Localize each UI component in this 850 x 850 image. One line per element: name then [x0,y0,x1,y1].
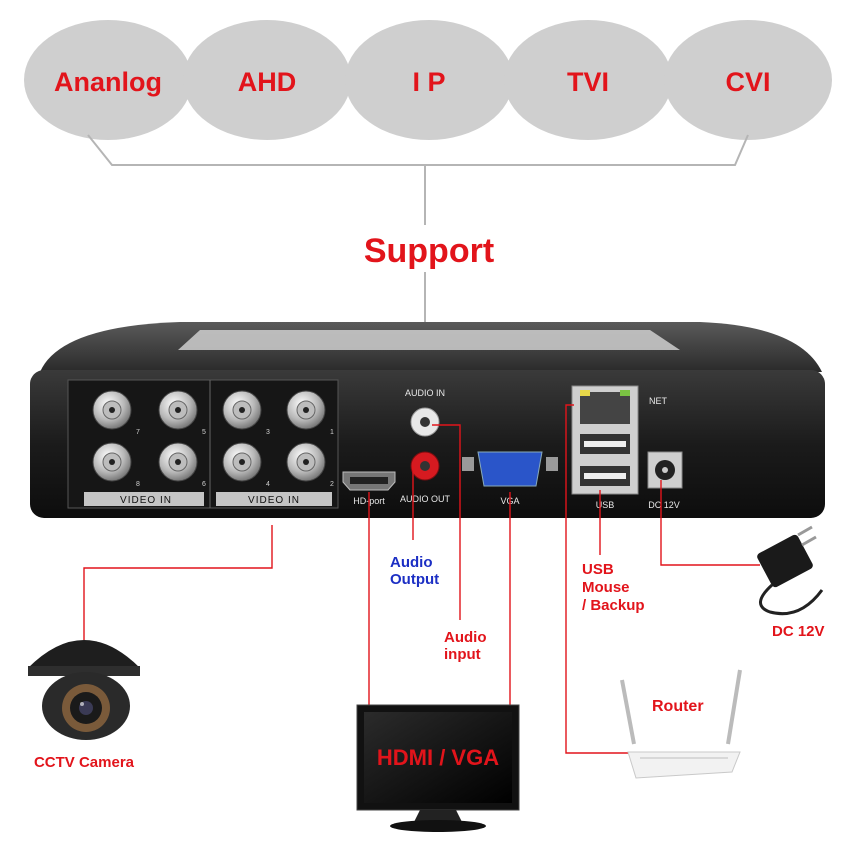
bnc-number: 6 [202,481,206,488]
camera-callout: CCTV Camera [34,754,135,771]
bnc-video-inputs: 7 5 3 1 8 6 4 2 [92,390,334,488]
usb-callout-line3: / Backup [582,597,645,614]
audio-in-label: AUDIO IN [405,388,445,398]
support-type-label-3: TVI [567,67,609,97]
audio-in-rca [410,407,440,437]
router-callout: Router [652,698,704,715]
bnc-number: 8 [136,481,140,488]
support-type-label-1: AHD [238,67,297,97]
bnc-pin [239,407,245,413]
dc-port-label: DC 12V [648,500,680,510]
usb-callout-line2: Mouse [582,579,630,596]
bnc-pin [109,407,115,413]
audio-output-callout-line2: Output [390,571,439,588]
support-type-label-0: Ananlog [54,67,162,97]
connection-lines [83,404,760,754]
cctv-dome-camera-icon [28,640,140,740]
bnc-pin [239,459,245,465]
bnc-number: 1 [330,429,334,436]
usb-callout-line1: USB [582,561,614,578]
support-ellipse-2 [345,20,513,140]
audio-input-callout-line1: Audio [444,629,487,646]
monitor-icon [356,704,520,832]
bnc-pin [109,459,115,465]
bnc-number: 2 [330,481,334,488]
support-ellipse-1 [183,20,351,140]
dc-jack [647,451,683,489]
power-adapter-icon [757,525,824,616]
support-type-label-4: CVI [725,67,770,97]
dc-callout: DC 12V [772,623,825,640]
hdmi-port [342,471,396,491]
net-label: NET [649,396,668,406]
bnc-number: 4 [266,481,270,488]
router-icon [620,669,742,779]
vga-port [462,451,558,487]
audio-input-callout-line2: input [444,646,481,663]
support-ellipse-4 [664,20,832,140]
bnc-number: 7 [136,429,140,436]
audio-out-rca [410,451,440,481]
bnc-pin [175,407,181,413]
net-usb-block [571,385,639,495]
support-bracket [87,134,749,322]
bnc-pin [303,407,309,413]
support-type-label-2: I P [412,67,445,97]
support-ellipse-0 [24,20,192,140]
support-ellipse-3 [504,20,672,140]
audio-out-label: AUDIO OUT [400,494,451,504]
monitor-callout: HDMI / VGA [377,745,499,770]
video-in-text-1: VIDEO IN [120,495,172,506]
bnc-number: 5 [202,429,206,436]
video-in-text-2: VIDEO IN [248,495,300,506]
support-label: Support [364,232,494,270]
bnc-pin [303,459,309,465]
bnc-pin [175,459,181,465]
usb-label: USB [596,500,615,510]
support-types: Ananlog AHD I P TVI CVI [24,20,832,140]
bnc-number: 3 [266,429,270,436]
audio-output-callout-line1: Audio [390,554,433,571]
